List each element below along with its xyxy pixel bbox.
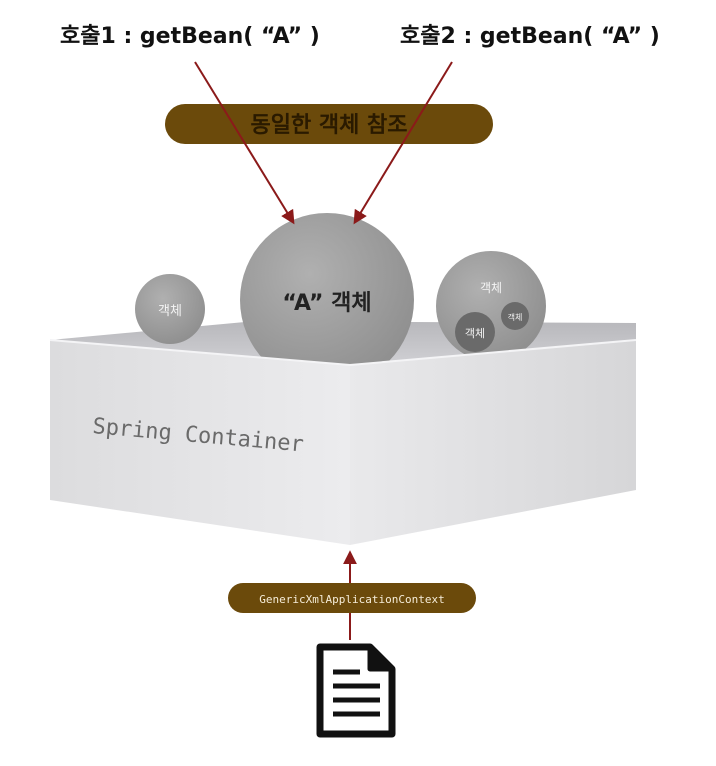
right-inner-object-label: 객체 bbox=[465, 327, 485, 340]
context-label: GenericXmlApplicationContext bbox=[259, 593, 444, 606]
context-pill: GenericXmlApplicationContext bbox=[228, 583, 476, 613]
same-object-banner: 동일한 객체 참조 bbox=[165, 104, 493, 144]
right-inner-small-object-label: 객체 bbox=[508, 312, 523, 322]
right-object: 객체 객체 객체 bbox=[436, 251, 546, 361]
container-front-left bbox=[50, 340, 350, 545]
container-front-right bbox=[350, 340, 636, 545]
call-1-arrow bbox=[194, 61, 295, 225]
call-2-label: 호출2 : getBean( “A” ) bbox=[400, 24, 660, 49]
right-object-label: 객체 bbox=[480, 281, 502, 295]
document-icon bbox=[316, 643, 396, 738]
same-object-label: 동일한 객체 참조 bbox=[251, 113, 408, 138]
call-1-label: 호출1 : getBean( “A” ) bbox=[60, 24, 320, 49]
main-object-label: “A” 객체 bbox=[282, 291, 371, 316]
main-object-a: “A” 객체 bbox=[240, 213, 414, 387]
call-2-arrow bbox=[353, 61, 453, 225]
left-object: 객체 bbox=[135, 274, 205, 344]
left-object-label: 객체 bbox=[158, 304, 182, 319]
